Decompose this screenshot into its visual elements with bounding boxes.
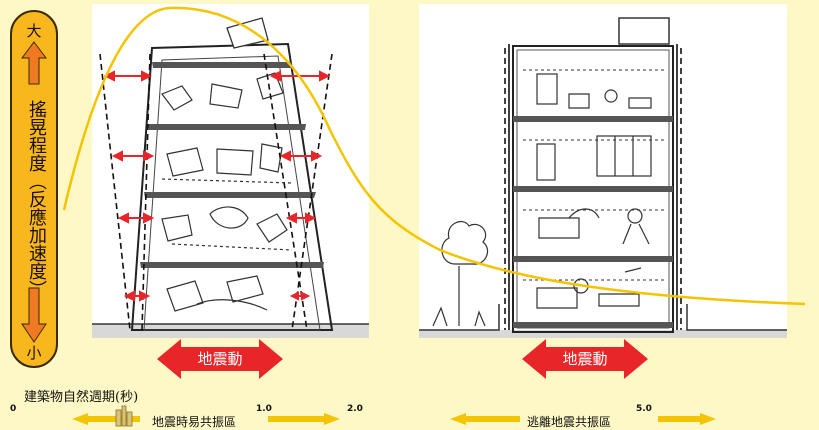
scale-big-label: 大 bbox=[26, 22, 42, 40]
ground-motion-label: 地震動 bbox=[562, 350, 608, 368]
axis-tick: 5.0 bbox=[636, 404, 652, 414]
ground-motion-arrow-left: 地震動 bbox=[157, 339, 283, 379]
axis-tick: 0 bbox=[10, 404, 17, 414]
resonant-zone-label: 地震時易共振區 bbox=[152, 415, 237, 429]
axis-title: 建築物自然週期(秒) bbox=[24, 390, 139, 405]
scale-small-label: 小 bbox=[26, 344, 42, 362]
damaged-building-drawing bbox=[92, 17, 369, 338]
intact-building-drawing bbox=[419, 17, 787, 338]
axis-tick: 1.0 bbox=[256, 404, 272, 414]
isolated-building-panel bbox=[419, 4, 787, 338]
scale-arrows bbox=[14, 14, 54, 364]
ground-motion-arrow-right: 地震動 bbox=[522, 339, 648, 379]
escape-zone-label: 逃離地震共振區 bbox=[527, 415, 612, 429]
scale-title: 搖晃程度（反應加速度） bbox=[26, 100, 47, 298]
resonant-building-panel bbox=[92, 4, 369, 338]
up-arrow-icon bbox=[21, 41, 47, 85]
down-arrow-icon bbox=[21, 287, 47, 343]
axis-tick: 2.0 bbox=[347, 404, 363, 414]
shaking-scale: 大 搖晃程度（反應加速度） 小 bbox=[10, 10, 58, 368]
ground-motion-label: 地震動 bbox=[197, 350, 243, 368]
response-curve bbox=[62, 6, 806, 306]
tall-building-icon bbox=[115, 405, 133, 427]
